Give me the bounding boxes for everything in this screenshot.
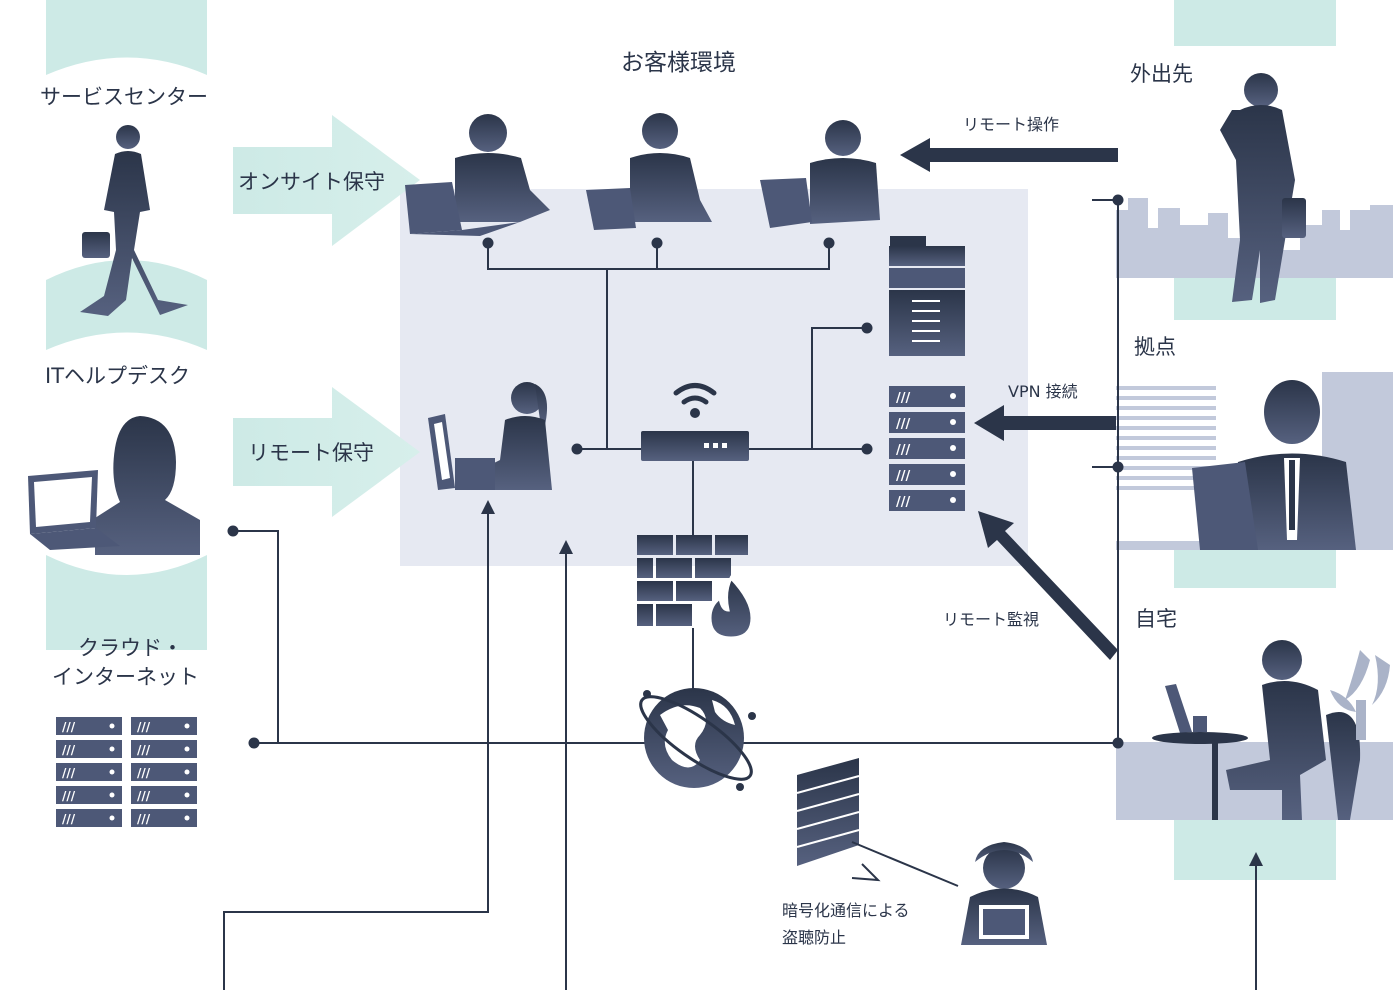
home-label: 自宅 xyxy=(1135,607,1177,631)
home-worker-icon xyxy=(1152,640,1361,820)
outing-label: 外出先 xyxy=(1130,62,1193,86)
svg-text:///: /// xyxy=(137,789,151,803)
svg-text:///: /// xyxy=(137,743,151,757)
printer-icon xyxy=(889,236,965,356)
cloud-label-line1: クラウド・ xyxy=(78,636,183,660)
svg-text:///: /// xyxy=(896,469,910,484)
svg-text:///: /// xyxy=(62,812,76,826)
plant-icon xyxy=(1330,650,1390,740)
phone-person-icon xyxy=(1220,73,1306,303)
helpdesk-woman-icon xyxy=(28,416,200,555)
svg-text:///: /// xyxy=(137,812,151,826)
svg-text:///: /// xyxy=(896,391,910,406)
svg-text:///: /// xyxy=(137,720,151,734)
remote-monitoring-label: リモート監視 xyxy=(943,610,1040,629)
svg-text:///: /// xyxy=(896,495,910,510)
operator-icon xyxy=(428,382,552,490)
encryption-label-line2: 盗聴防止 xyxy=(782,928,847,947)
it-helpdesk-label: ITヘルプデスク xyxy=(45,364,191,388)
small-arrowheads xyxy=(481,500,1263,866)
hacker-icon xyxy=(961,842,1047,945)
svg-text:///: /// xyxy=(62,766,76,780)
businessman-icon xyxy=(1192,380,1356,550)
service-center-label: サービスセンター xyxy=(40,85,208,109)
svg-text:///: /// xyxy=(896,443,910,458)
walking-person-icon xyxy=(80,125,188,316)
wifi-router-icon xyxy=(641,383,749,461)
firewall-icon xyxy=(637,535,754,640)
svg-text:///: /// xyxy=(896,417,910,432)
onsite-maintenance-label: オンサイト保守 xyxy=(238,170,385,194)
office-worker-3-icon xyxy=(760,120,880,228)
onsite-arrow xyxy=(233,115,420,246)
svg-text:///: /// xyxy=(62,720,76,734)
cloud-server-rack-icon: /// /// /// /// /// /// /// /// /// /// xyxy=(56,717,197,827)
intercept-arrow xyxy=(851,841,959,887)
cloud-label-line2: インターネット xyxy=(52,665,199,689)
svg-text:///: /// xyxy=(137,766,151,780)
vpn-connection-label: VPN 接続 xyxy=(1008,382,1078,401)
remote-maintenance-arrow xyxy=(233,387,420,517)
customer-environment-title: お客様環境 xyxy=(621,50,736,76)
remote-maintenance-label: リモート保守 xyxy=(248,441,374,465)
svg-text:///: /// xyxy=(62,789,76,803)
navy-arrows xyxy=(900,138,1118,660)
encryption-label-line1: 暗号化通信による xyxy=(782,901,910,920)
globe-icon xyxy=(639,688,756,791)
branch-label: 拠点 xyxy=(1134,335,1176,359)
right-mint-blocks xyxy=(1174,0,1336,880)
svg-text:///: /// xyxy=(62,743,76,757)
remote-operation-label: リモート操作 xyxy=(963,115,1060,134)
office-worker-1-icon xyxy=(405,114,550,236)
brick-wall-icon xyxy=(796,758,860,866)
server-rack-icon: /// /// /// /// /// xyxy=(889,386,965,511)
connection-dots xyxy=(227,194,1124,749)
office-worker-2-icon xyxy=(586,113,712,230)
